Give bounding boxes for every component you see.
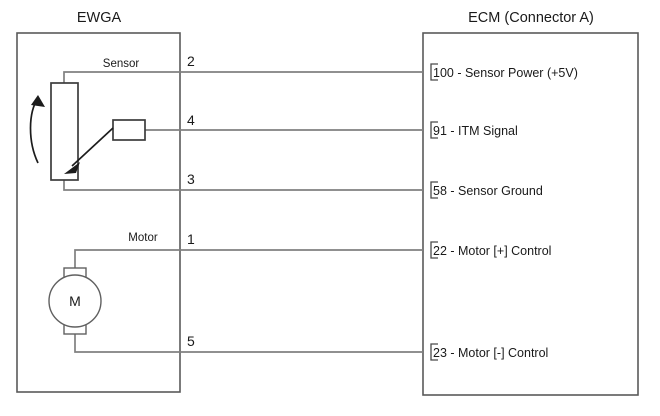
rotation-arrow-head [31, 95, 45, 107]
wire-pin-3 [63, 180, 423, 191]
ewga-enclosure-box [16, 32, 181, 393]
wire-pin-5 [74, 334, 423, 353]
ecm-pin-bracket-100 [430, 63, 438, 81]
connector-pin-number-5: 5 [187, 333, 195, 349]
ecm-pin-label-22: 22 - Motor [+] Control [433, 244, 551, 258]
connector-pin-number-4: 4 [187, 112, 195, 128]
branch-label-motor: Motor [128, 232, 158, 244]
connector-pin-number-2: 2 [187, 53, 195, 69]
ecm-pin-label-58: 58 - Sensor Ground [433, 184, 543, 198]
ecm-enclosure-box [422, 32, 639, 396]
motor-symbol-letter: M [69, 293, 81, 309]
ecm-pin-label-23: 23 - Motor [-] Control [433, 346, 548, 360]
connector-pin-number-3: 3 [187, 171, 195, 187]
wire-pin-2 [63, 71, 423, 83]
ecm-pin-bracket-58 [430, 181, 438, 199]
rotation-arc [29, 97, 39, 164]
connector-pin-number-1: 1 [187, 231, 195, 247]
ecm-pin-label-100: 100 - Sensor Power (+5V) [433, 66, 578, 80]
potentiometer-body [50, 82, 79, 181]
ecm-pin-bracket-23 [430, 343, 438, 361]
branch-label-sensor: Sensor [103, 58, 140, 70]
right-block-title: ECM (Connector A) [468, 10, 594, 26]
ecm-pin-bracket-91 [430, 121, 438, 139]
wire-pin-1 [74, 249, 423, 268]
ecm-pin-label-91: 91 - ITM Signal [433, 124, 518, 138]
motor-circle [48, 274, 102, 328]
left-block-title: EWGA [77, 10, 122, 26]
ecm-pin-bracket-22 [430, 241, 438, 259]
sensor-wiper-block [112, 119, 146, 141]
wiper-arrow-head [64, 162, 80, 174]
wiper-arm [71, 127, 114, 167]
